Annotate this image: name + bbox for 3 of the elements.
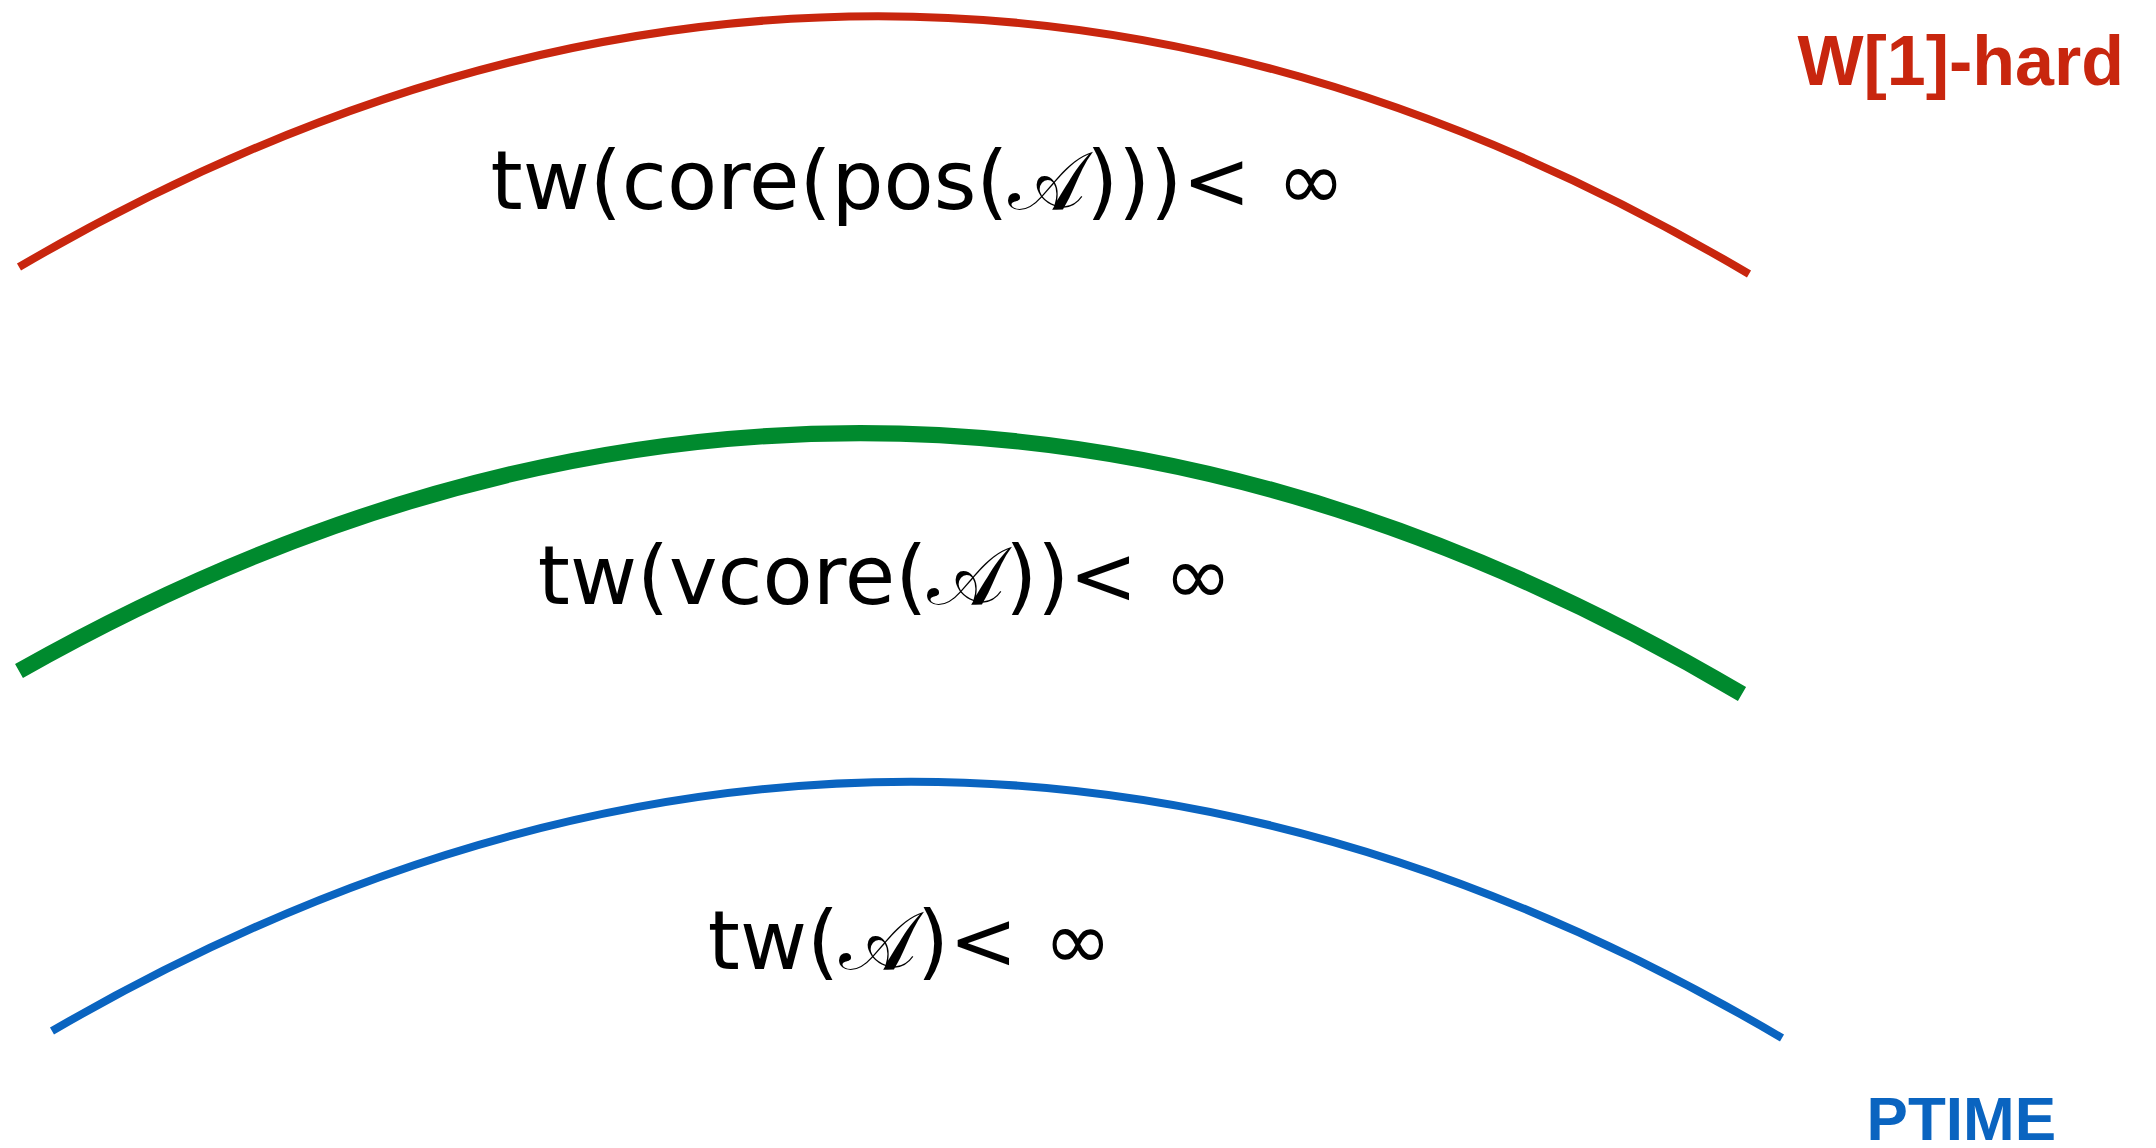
formula-text: tw(𝒜)< ∞ bbox=[707, 900, 1113, 982]
formula-text: tw(vcore(𝒜))< ∞ bbox=[537, 535, 1233, 617]
class-label: PTIME bbox=[1866, 1088, 2056, 1148]
